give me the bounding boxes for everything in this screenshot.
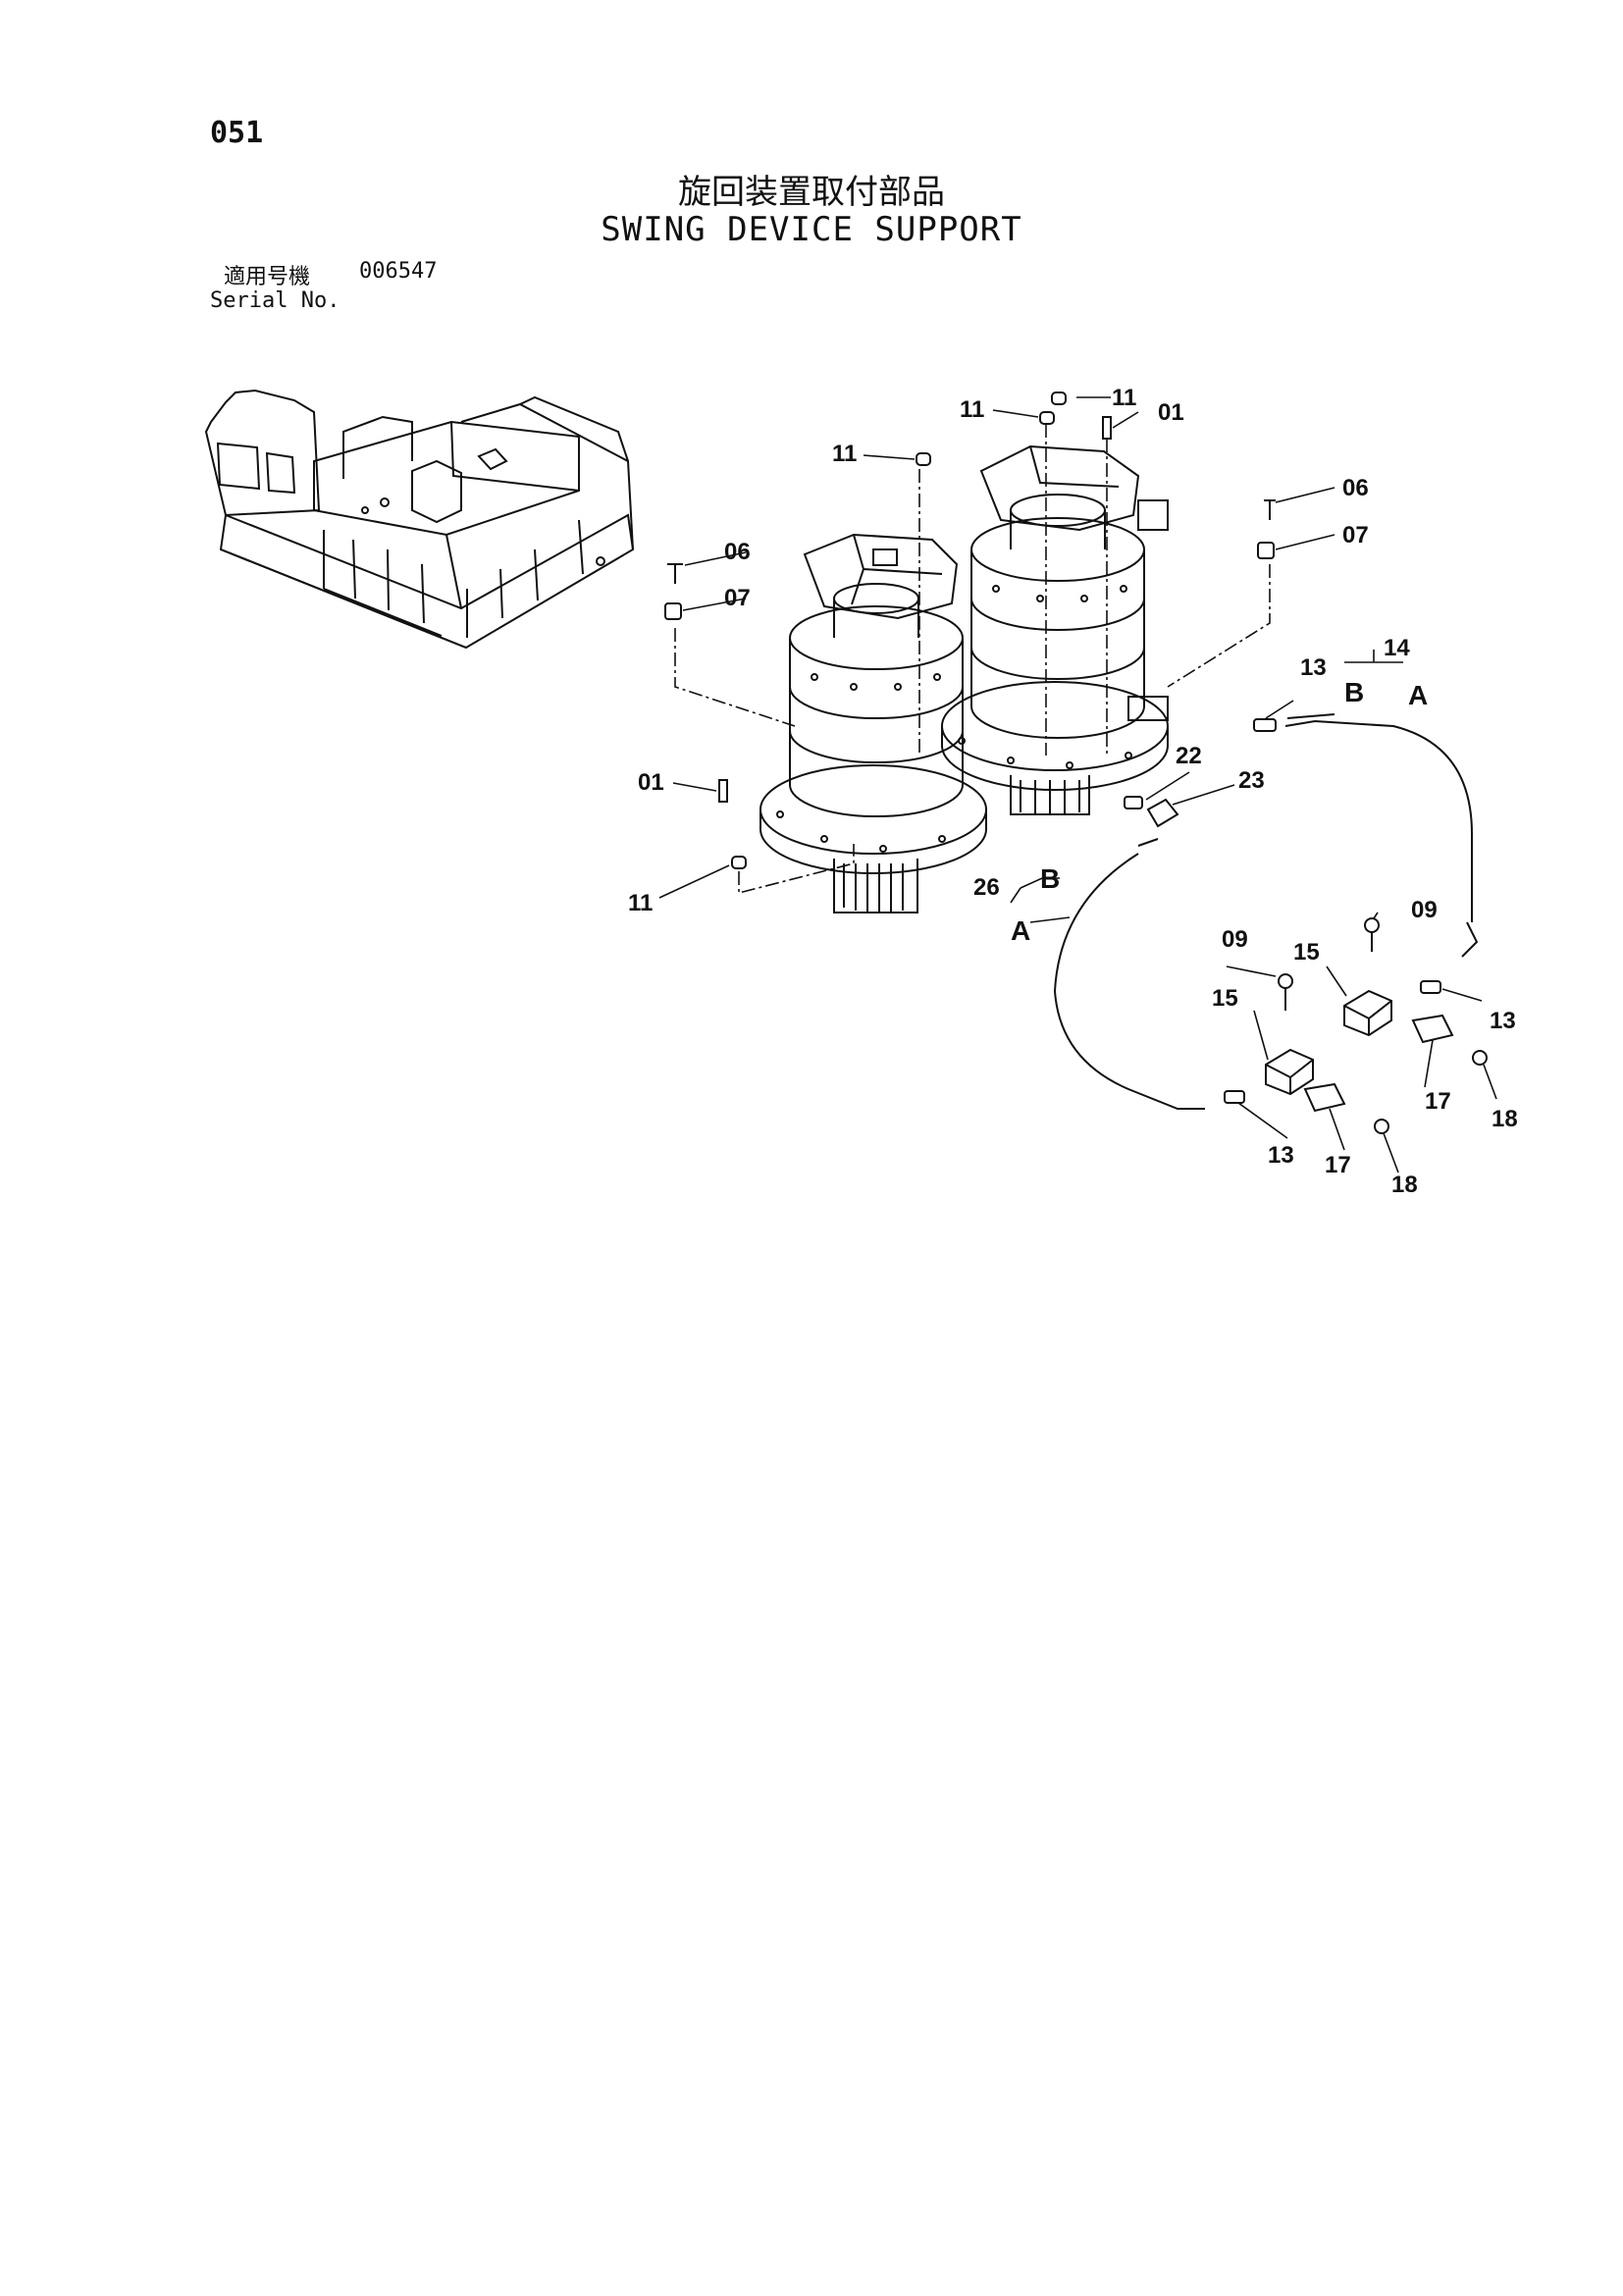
callout-07-right: 07 — [1342, 522, 1369, 548]
excavator-overview-illustration — [204, 389, 635, 650]
serial-number-value: 006547 — [359, 259, 438, 284]
hose-end-a-low: A — [1011, 915, 1030, 946]
page-title-english: SWING DEVICE SUPPORT — [601, 210, 1022, 249]
callout-09-right: 09 — [1411, 897, 1438, 923]
callout-15-left: 15 — [1212, 985, 1238, 1012]
serial-label-english: Serial No. — [210, 288, 340, 313]
leader-lines — [658, 396, 1497, 1174]
callout-11-mid: 11 — [832, 441, 857, 467]
callout-09-left: 09 — [1222, 926, 1248, 953]
callout-17-right: 17 — [1425, 1088, 1451, 1115]
serial-label-japanese: 適用号機 — [224, 265, 311, 289]
callout-15-right: 15 — [1293, 939, 1320, 965]
callout-13-right: 13 — [1490, 1008, 1516, 1034]
callout-13-low: 13 — [1268, 1142, 1294, 1169]
callout-11-low: 11 — [628, 890, 653, 916]
hose-end-b-low: B — [1040, 863, 1060, 894]
callout-01-top: 01 — [1158, 399, 1184, 426]
callout-01-left: 01 — [638, 769, 664, 796]
callout-11-top-b: 11 — [1112, 385, 1136, 411]
callout-07-left: 07 — [724, 585, 751, 611]
callout-22: 22 — [1176, 743, 1202, 769]
callout-17-low: 17 — [1325, 1152, 1351, 1178]
callout-06-right: 06 — [1342, 475, 1369, 501]
small-parts — [664, 391, 1488, 1134]
callout-14: 14 — [1384, 635, 1410, 661]
callout-18-right: 18 — [1492, 1106, 1518, 1132]
swing-device-right — [941, 444, 1169, 815]
page-number: 051 — [210, 116, 264, 150]
callout-13-top: 13 — [1300, 654, 1327, 681]
callout-18-low: 18 — [1391, 1172, 1418, 1198]
hose-end-a-top: A — [1408, 680, 1428, 710]
callout-06-left: 06 — [724, 539, 751, 565]
callout-11-top-a: 11 — [960, 396, 984, 423]
page-title-japanese: 旋回装置取付部品 — [678, 173, 945, 212]
callout-26: 26 — [973, 874, 1000, 901]
callout-labels: 11 11 01 11 06 07 06 07 13 14 B A 22 23 … — [628, 385, 1518, 1198]
hose-end-b-top: B — [1344, 677, 1364, 707]
callout-23: 23 — [1238, 767, 1265, 794]
swing-device-left — [759, 533, 987, 913]
